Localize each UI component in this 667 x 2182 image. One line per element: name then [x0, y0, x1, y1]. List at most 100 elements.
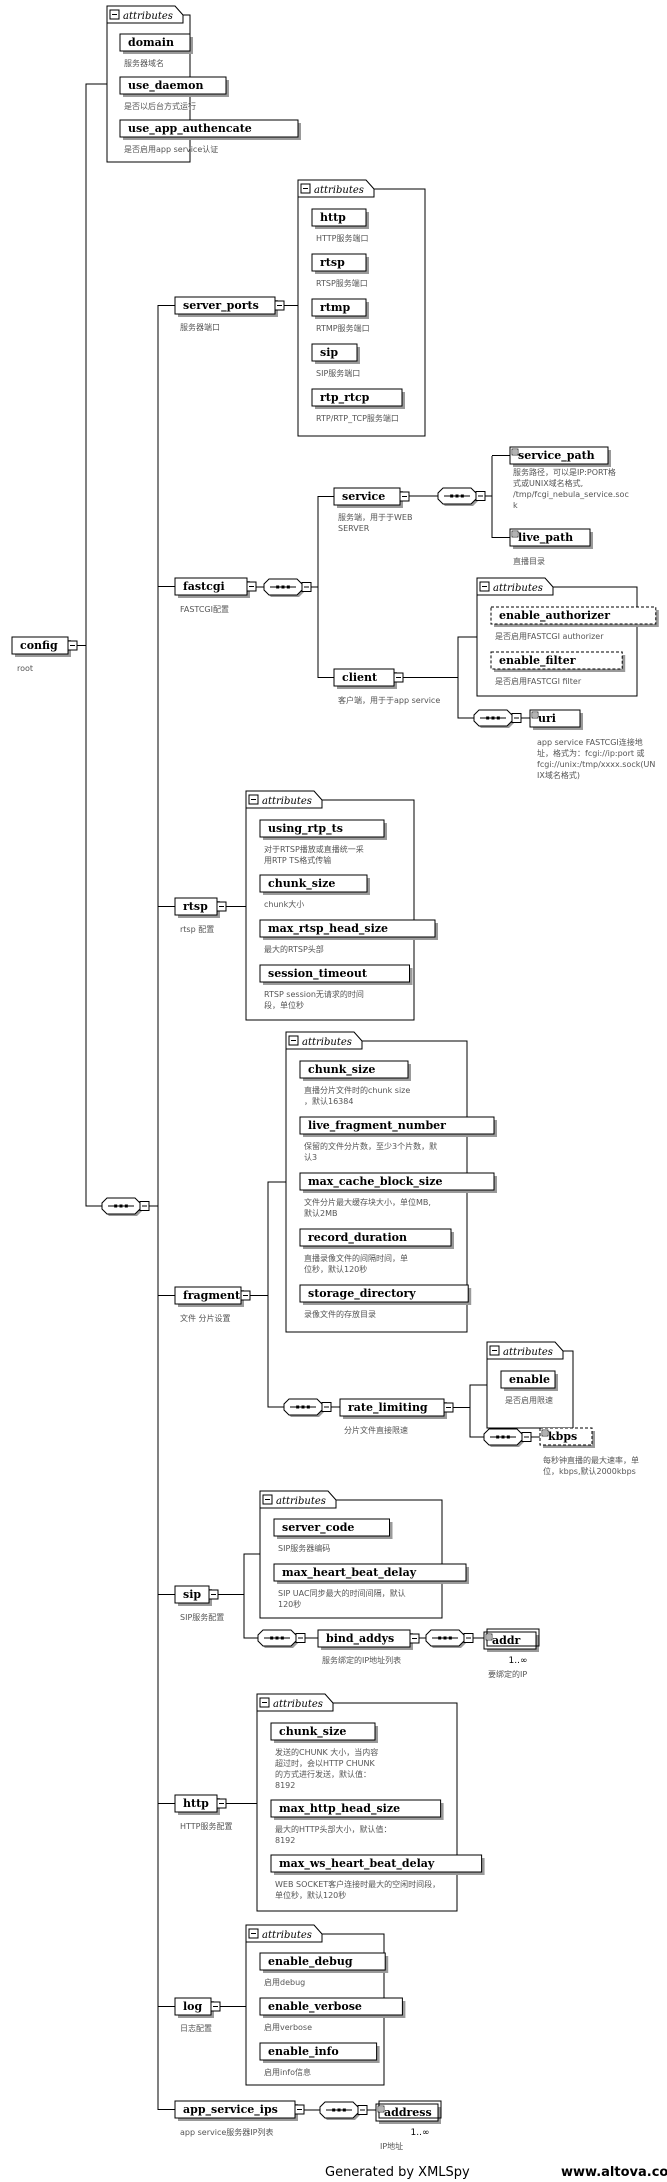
attribute-enable_debug[interactable]: enable_debug	[259, 1952, 389, 1973]
collapse-icon[interactable]	[208, 1589, 219, 1600]
collapse-icon[interactable]	[393, 672, 404, 683]
collapse-icon[interactable]	[139, 1201, 150, 1211]
addr-element[interactable]: addr	[483, 1628, 540, 1652]
attribute-session_timeout[interactable]: session_timeout	[259, 964, 413, 985]
attribute-enable_info[interactable]: enable_info	[259, 2042, 380, 2063]
attribute-chunk_size[interactable]: chunk_size	[259, 874, 370, 895]
attribute-enable_filter[interactable]: enable_filter	[490, 651, 626, 672]
element-description: 保留的文件分片数，至少3个片数，默	[304, 1141, 437, 1151]
client-element[interactable]: client	[333, 668, 397, 689]
collapse-icon[interactable]	[443, 1402, 454, 1413]
sequence-icon[interactable]	[425, 1629, 466, 1648]
attribute-use_daemon[interactable]: use_daemon	[119, 76, 229, 97]
element-description: 单位秒，默认120秒	[275, 1890, 346, 1900]
collapse-icon[interactable]	[216, 1798, 227, 1809]
collapse-icon[interactable]	[295, 1633, 306, 1643]
collapse-icon[interactable]	[399, 491, 410, 502]
element-description: 址，格式为：fcgi://ip:port 或	[537, 748, 645, 758]
element-name: enable_verbose	[268, 2000, 362, 2014]
attribute-max_cache_block_size[interactable]: max_cache_block_size	[299, 1172, 497, 1193]
collapse-icon[interactable]	[409, 1633, 420, 1644]
attribute-chunk_size[interactable]: chunk_size	[299, 1060, 411, 1081]
attribute-rtmp[interactable]: rtmp	[311, 298, 369, 319]
element-name: enable_filter	[499, 654, 576, 668]
collapse-icon[interactable]	[357, 2105, 368, 2115]
collapse-icon[interactable]	[210, 2001, 221, 2012]
attribute-max_http_head_size[interactable]: max_http_head_size	[270, 1799, 444, 1820]
attribute-max_heart_beat_delay[interactable]: max_heart_beat_delay	[273, 1563, 469, 1584]
attribute-http[interactable]: http	[311, 208, 369, 229]
sequence-icon[interactable]	[319, 2101, 360, 2120]
collapse-icon[interactable]	[262, 1494, 273, 1505]
collapse-icon[interactable]	[489, 1345, 500, 1356]
fastcgi-element[interactable]: fastcgi	[174, 577, 250, 598]
collapse-icon[interactable]	[259, 1697, 270, 1708]
app-service-ips-element[interactable]: app_service_ips	[174, 2100, 298, 2121]
attribute-description: RTP/RTP_TCP服务端口	[316, 413, 399, 423]
live-path-element[interactable]: live_path	[509, 528, 593, 549]
attribute-chunk_size[interactable]: chunk_size	[270, 1722, 378, 1743]
uri-element[interactable]: uri	[529, 709, 583, 730]
collapse-icon[interactable]	[294, 2104, 305, 2115]
collapse-icon[interactable]	[475, 491, 486, 501]
sequence-icon[interactable]	[473, 709, 514, 728]
element-name: domain	[128, 36, 174, 49]
server-ports-element[interactable]: server_ports	[174, 296, 278, 317]
address-element[interactable]: address	[375, 2100, 442, 2124]
attribute-domain[interactable]: domain	[119, 33, 193, 54]
attribute-server_code[interactable]: server_code	[273, 1518, 393, 1539]
sequence-icon[interactable]	[257, 1629, 298, 1648]
attribute-enable_verbose[interactable]: enable_verbose	[259, 1997, 406, 2018]
collapse-icon[interactable]	[321, 1402, 332, 1412]
collapse-icon[interactable]	[288, 1035, 299, 1046]
attribute-rtsp[interactable]: rtsp	[311, 253, 369, 274]
collapse-icon[interactable]	[300, 183, 311, 194]
collapse-icon[interactable]	[240, 1290, 251, 1301]
collapse-icon[interactable]	[109, 9, 120, 20]
service-element[interactable]: service	[333, 487, 403, 508]
http-element[interactable]: http	[174, 1794, 220, 1815]
attribute-live_fragment_number[interactable]: live_fragment_number	[299, 1116, 497, 1137]
kbps-element[interactable]: kbps	[539, 1427, 595, 1448]
attribute-storage_directory[interactable]: storage_directory	[299, 1284, 472, 1305]
sequence-icon[interactable]	[483, 1428, 524, 1447]
attribute-using_rtp_ts[interactable]: using_rtp_ts	[259, 819, 387, 840]
collapse-icon[interactable]	[301, 582, 312, 592]
connector-line	[218, 1553, 260, 1595]
config-element[interactable]: config	[11, 636, 71, 657]
collapse-icon[interactable]	[246, 581, 257, 592]
collapse-icon[interactable]	[479, 581, 490, 592]
attribute-enable[interactable]: enable	[500, 1370, 558, 1391]
rtsp-element[interactable]: rtsp	[174, 897, 220, 918]
attribute-use_app_authencate[interactable]: use_app_authencate	[119, 119, 301, 140]
attribute-record_duration[interactable]: record_duration	[299, 1228, 454, 1249]
log-element[interactable]: log	[174, 1997, 214, 2018]
sequence-icon[interactable]	[101, 1197, 142, 1216]
sequence-icon[interactable]	[437, 487, 478, 506]
fragment-element[interactable]: fragment	[174, 1286, 244, 1307]
collapse-icon[interactable]	[67, 640, 78, 651]
element-description: 服务路径，可以是IP:PORT格	[513, 467, 616, 477]
collapse-icon[interactable]	[463, 1633, 474, 1643]
service-path-element[interactable]: service_path	[509, 446, 611, 467]
rate-limiting-element[interactable]: rate_limiting	[339, 1398, 447, 1419]
connector-line	[453, 1407, 484, 1438]
attribute-rtp_rtcp[interactable]: rtp_rtcp	[311, 388, 405, 409]
sequence-icon[interactable]	[263, 578, 304, 597]
collapse-icon[interactable]	[274, 300, 285, 311]
collapse-icon[interactable]	[521, 1432, 532, 1442]
attribute-max_ws_heart_beat_delay[interactable]: max_ws_heart_beat_delay	[270, 1854, 485, 1875]
sequence-icon[interactable]	[283, 1398, 324, 1417]
bind-addys-element[interactable]: bind_addys	[317, 1629, 413, 1650]
collapse-icon[interactable]	[248, 794, 259, 805]
attribute-enable_authorizer[interactable]: enable_authorizer	[490, 606, 659, 627]
attributes-group: attributes	[476, 577, 638, 697]
collapse-icon[interactable]	[216, 901, 227, 912]
element-description: fcgi://unix:/tmp/xxxx.sock(UN	[537, 760, 655, 769]
attribute-max_rtsp_head_size[interactable]: max_rtsp_head_size	[259, 919, 438, 940]
collapse-icon[interactable]	[248, 1928, 259, 1939]
collapse-icon[interactable]	[511, 713, 522, 723]
element-description: 位秒，默认120秒	[304, 1264, 367, 1274]
attribute-sip[interactable]: sip	[311, 343, 360, 364]
sip-element[interactable]: sip	[174, 1585, 212, 1606]
